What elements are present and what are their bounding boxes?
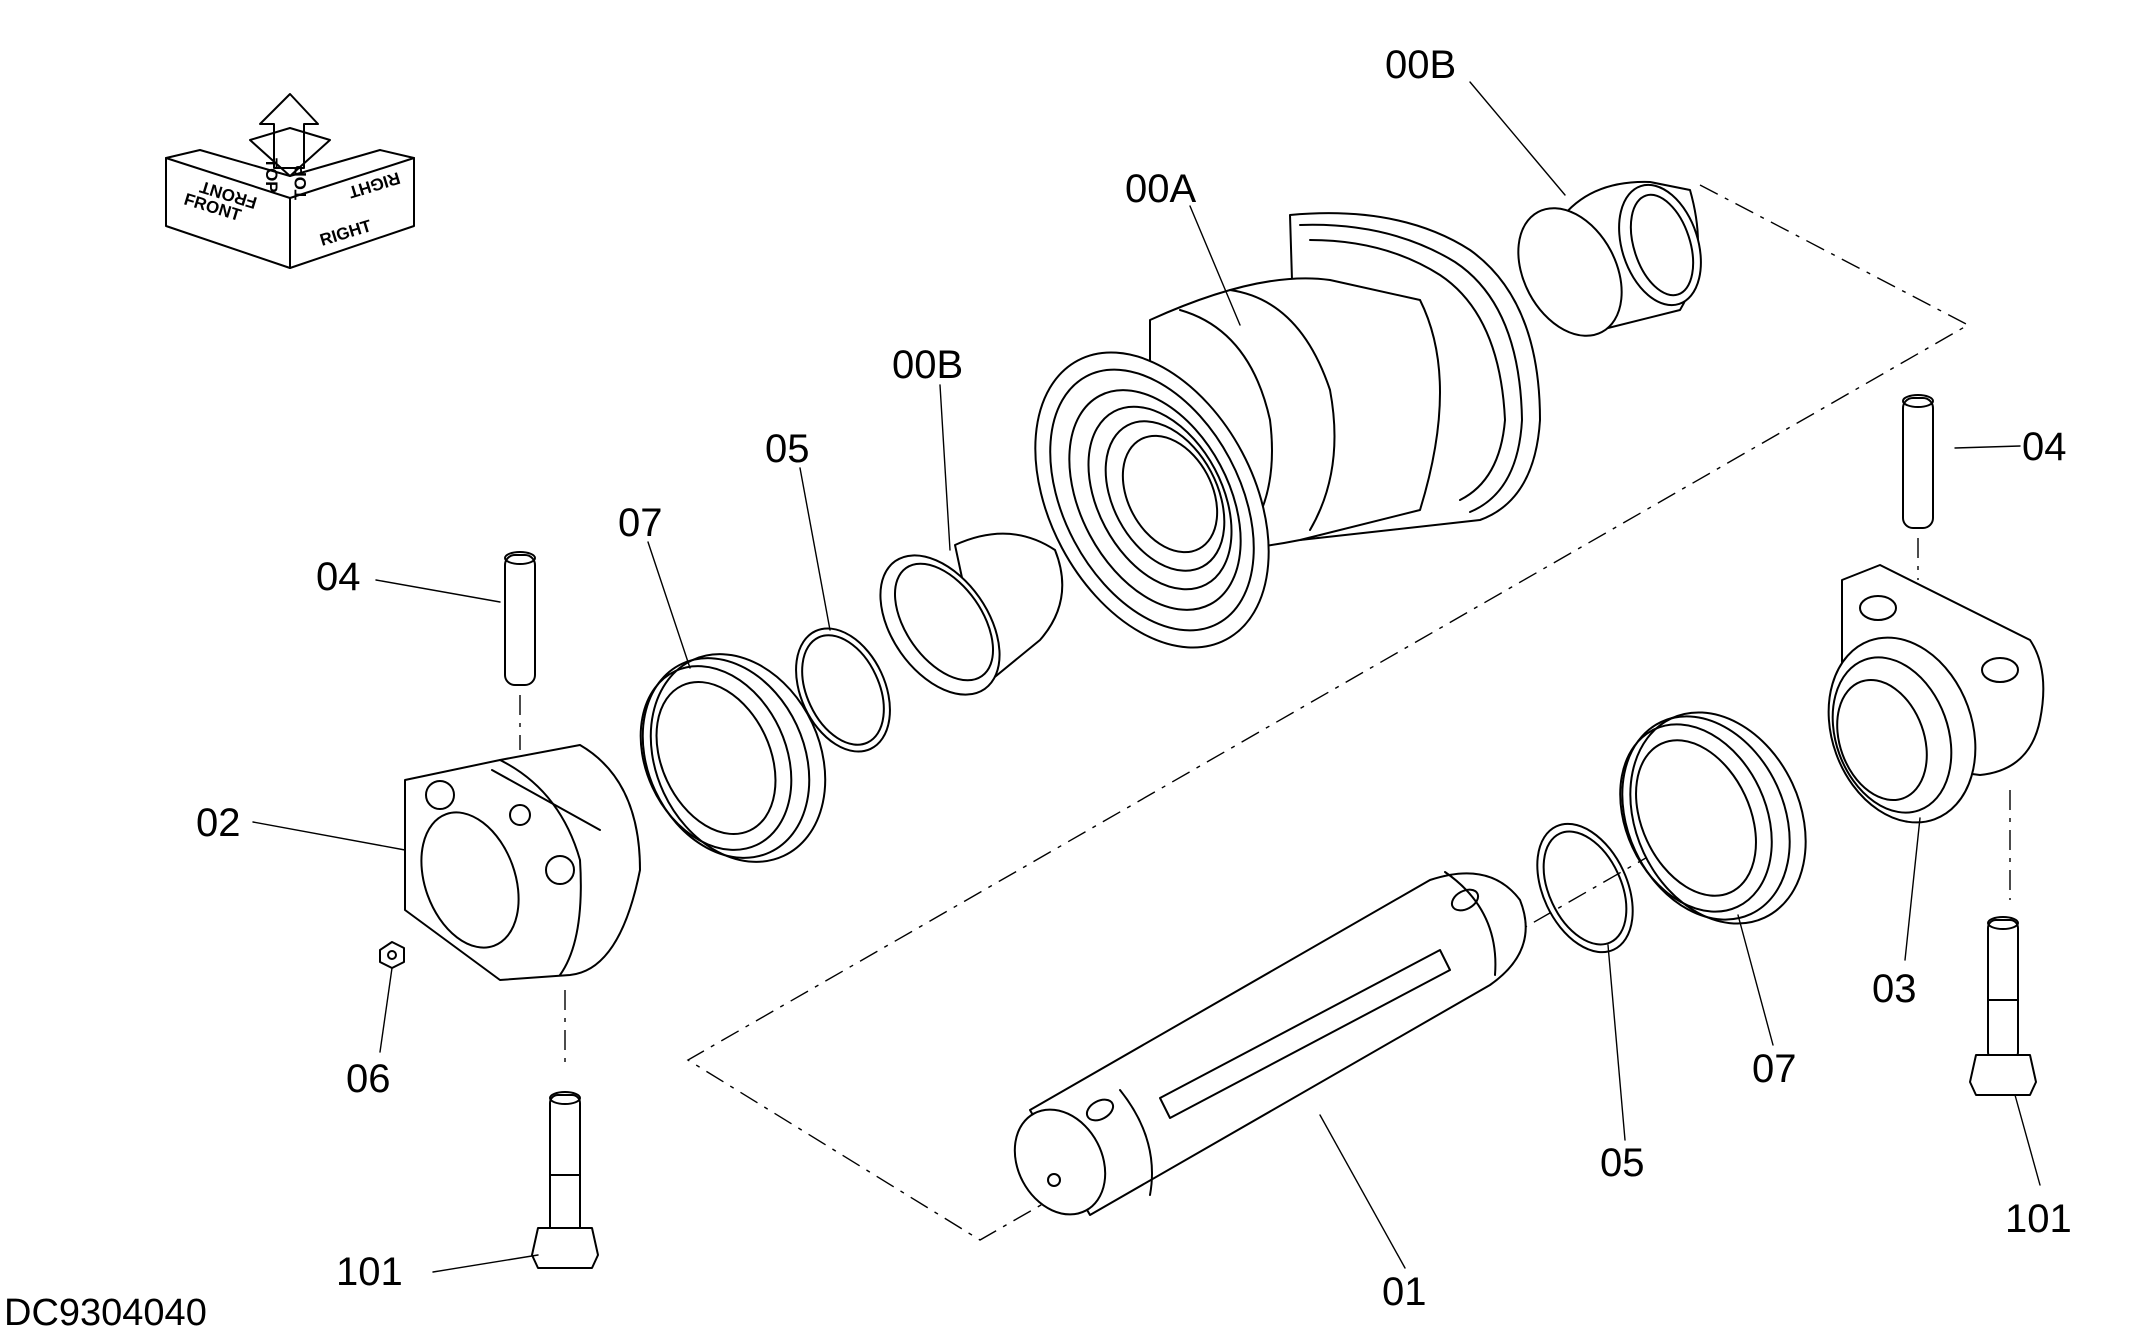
bolt-101-left [531, 1091, 599, 1269]
callout-06: 06 [346, 1057, 391, 1101]
orientation-top-label-mirror: TOP [291, 165, 310, 200]
leader-lines [252, 81, 2041, 1273]
bushing-00B-right [1517, 180, 1702, 337]
floating-seal-07-lower [1619, 711, 1807, 925]
callout-01: 01 [1382, 1270, 1427, 1314]
orientation-right-label: RIGHT [318, 216, 375, 250]
callout-03: 03 [1872, 967, 1917, 1011]
callout-101-left: 101 [336, 1250, 403, 1294]
callout-04-right: 04 [2022, 425, 2067, 469]
callout-00B-top: 00B [1385, 43, 1456, 87]
orientation-symbol: FRONT FRONT TOP TOP RIGHT RIGHT [165, 93, 415, 269]
collar-03-right [1827, 564, 2045, 900]
roller-body-00A [1034, 212, 1541, 649]
callout-101-right: 101 [2005, 1197, 2072, 1241]
callout-07-lower: 07 [1752, 1047, 1797, 1091]
o-ring-05-lower [1536, 822, 1634, 954]
callout-04-left: 04 [316, 555, 361, 599]
orientation-right-label-mirror: RIGHT [346, 168, 403, 202]
callout-05-lower: 05 [1600, 1141, 1645, 1185]
pin-04-left [504, 551, 536, 750]
callout-00B-left: 00B [892, 343, 963, 387]
callout-00A: 00A [1125, 167, 1196, 211]
callout-02: 02 [196, 801, 241, 845]
collar-02-left [404, 744, 641, 1070]
pin-04-right [1902, 394, 1934, 580]
shaft-01 [1013, 871, 1527, 1216]
bolt-101-right [1969, 916, 2037, 1096]
callout-07-upper: 07 [618, 501, 663, 545]
callout-05-upper: 05 [765, 427, 810, 471]
floating-seal-07-upper [639, 653, 827, 863]
orientation-top-label: TOP [262, 158, 281, 193]
drawing-code: DC9304040 [4, 1292, 207, 1334]
nut-06 [379, 941, 405, 969]
bushing-00B-left [879, 532, 1064, 696]
